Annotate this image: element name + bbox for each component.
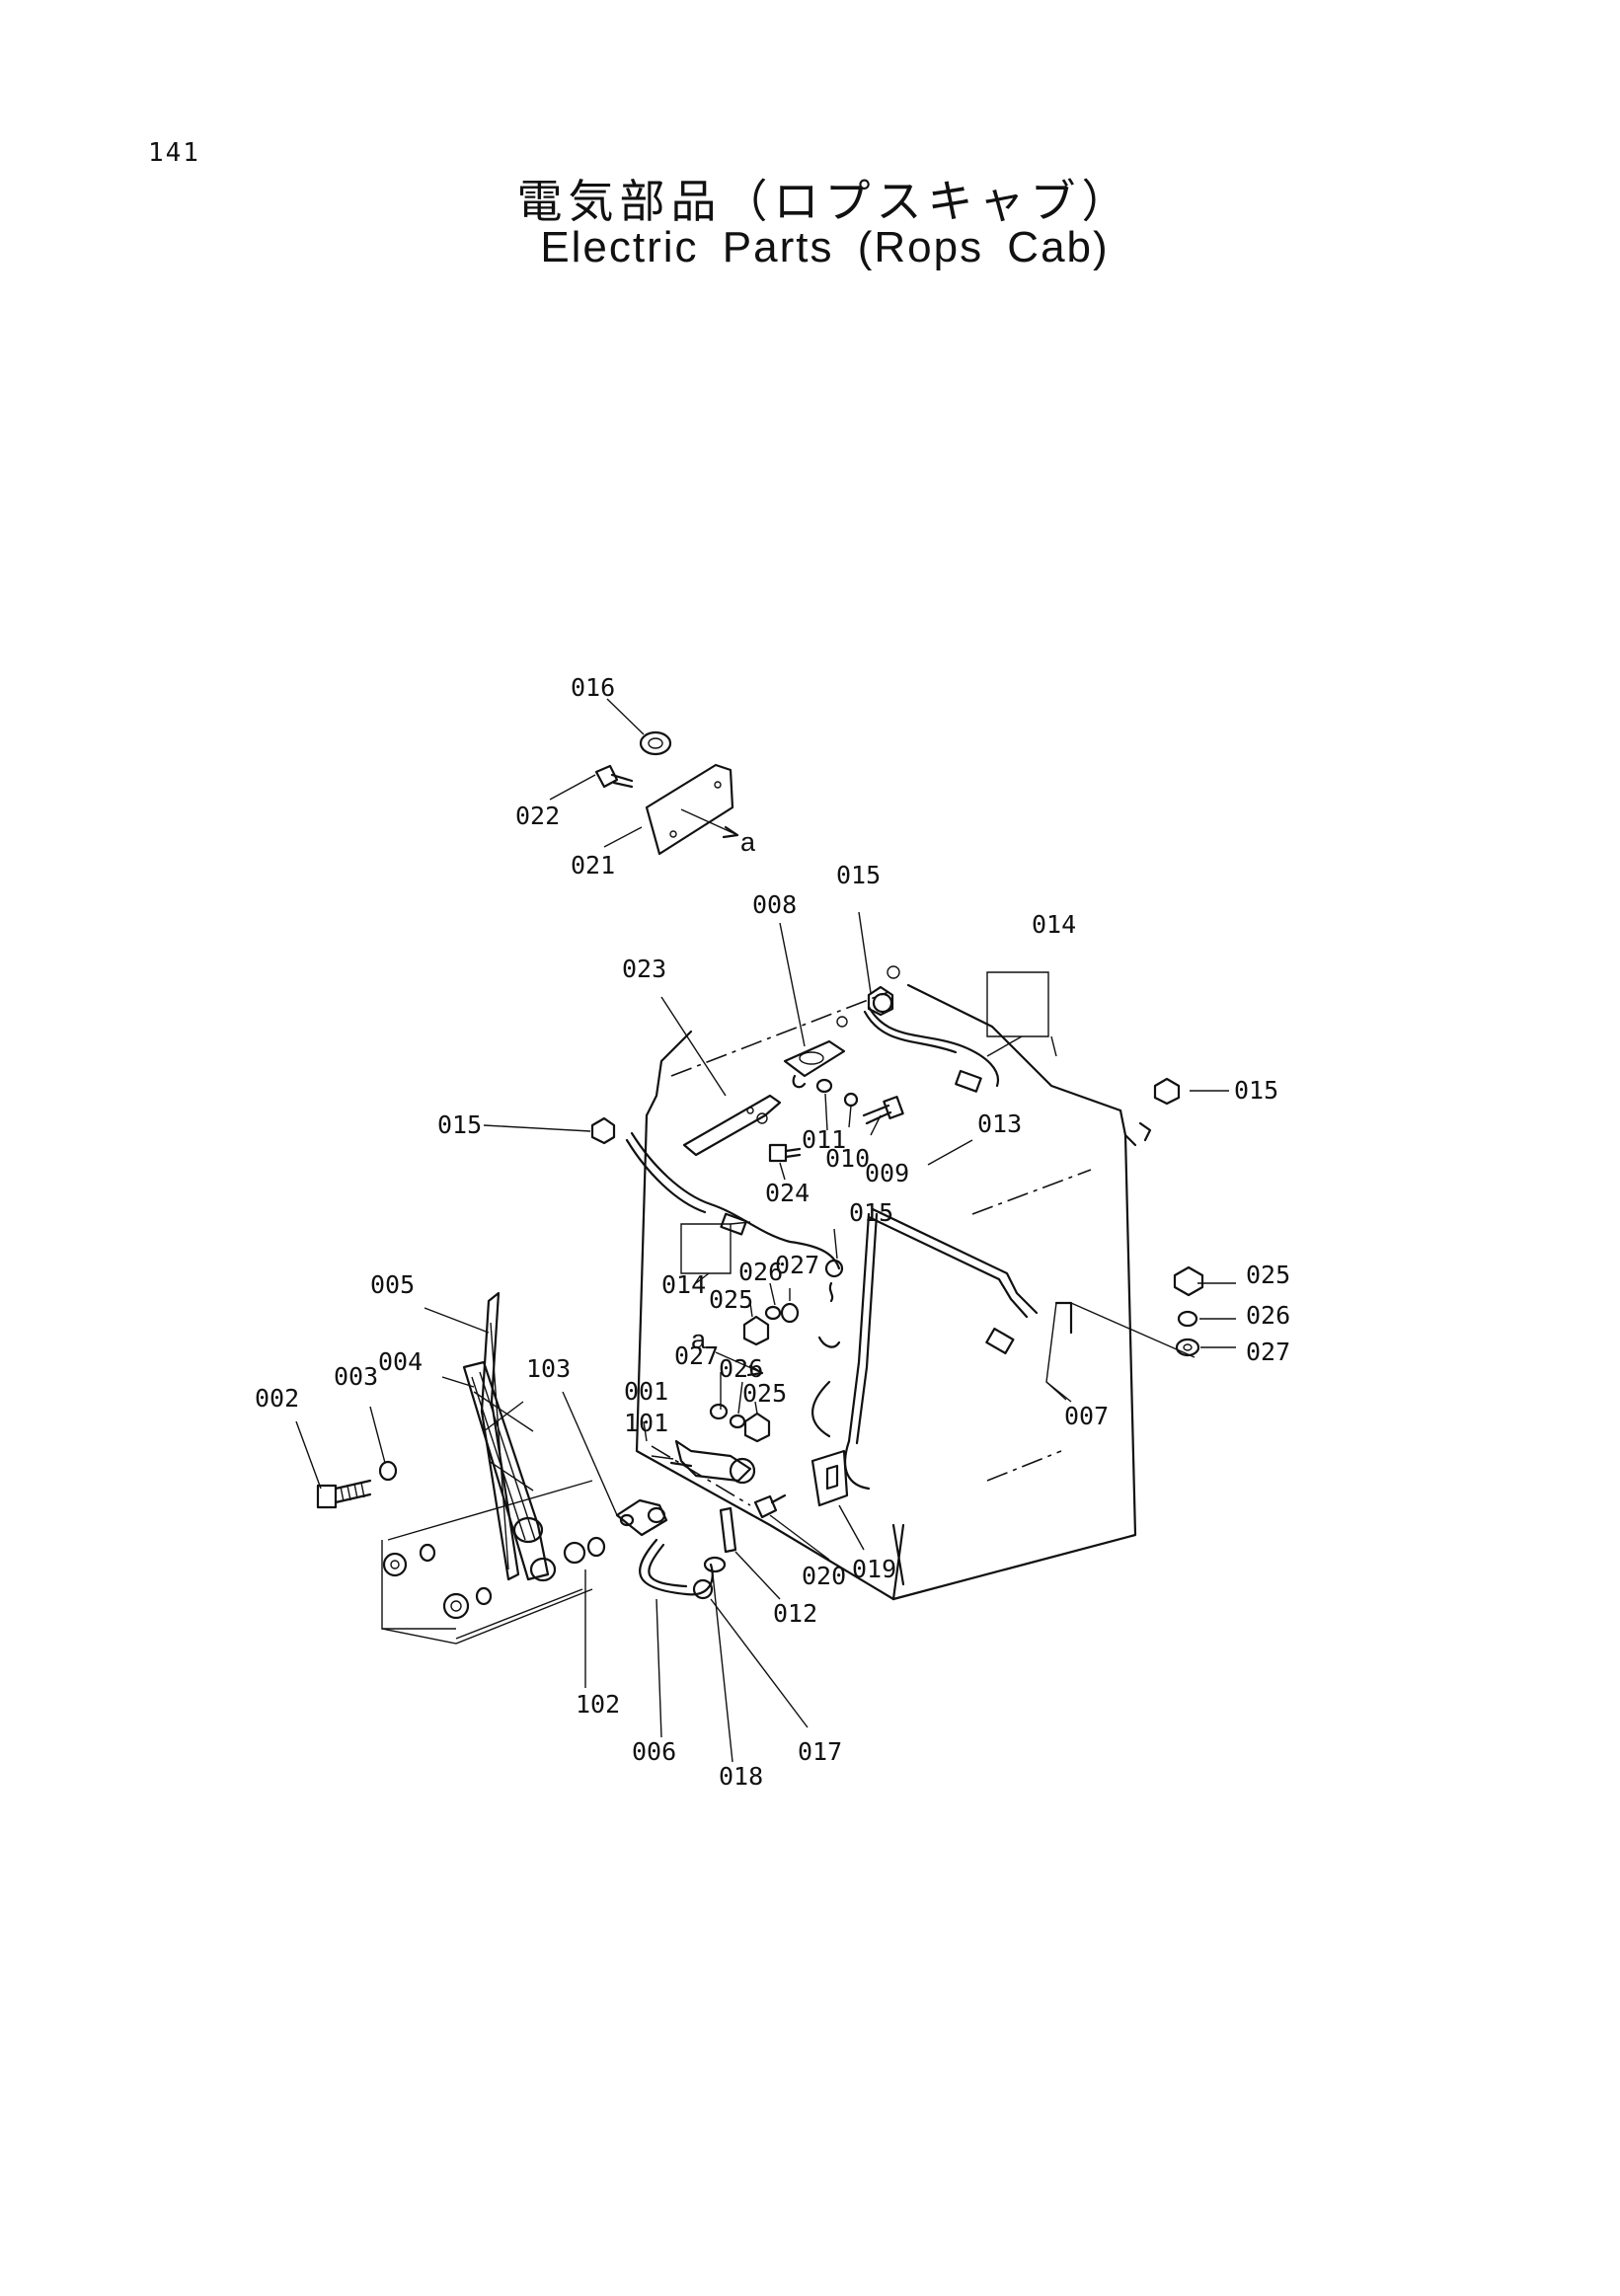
callout-006: 006: [632, 1737, 676, 1766]
callout-015: 015: [1234, 1076, 1278, 1105]
nut-015-right: [1138, 1077, 1181, 1142]
callout-009: 009: [865, 1159, 909, 1187]
part-018-clamp: [703, 1556, 727, 1573]
nut-015-left: [590, 1116, 616, 1145]
mid-hardware-upper: [742, 1302, 841, 1348]
nut-015-top: [867, 985, 894, 1017]
page-number: 141: [148, 138, 200, 168]
callout-020: 020: [802, 1562, 846, 1590]
part-023-bracket: [682, 1094, 782, 1157]
callout-001: 001: [624, 1377, 668, 1406]
callout-026: 026: [738, 1258, 783, 1286]
page-title-english: Electric Parts (Rops Cab): [540, 223, 1110, 271]
callout-021: 021: [571, 851, 615, 880]
callout-002: 002: [255, 1384, 299, 1413]
callout-015: 015: [836, 861, 881, 889]
part-016-grommet: [639, 730, 672, 756]
part-024-screw: [768, 1143, 802, 1163]
callout-026: 026: [719, 1354, 763, 1383]
callout-027: 027: [775, 1251, 819, 1279]
part-020-bolt: [753, 1493, 787, 1519]
callout-008: 008: [752, 890, 797, 919]
callout-007: 007: [1064, 1402, 1109, 1430]
part-019-bracket: [810, 1449, 849, 1507]
part-004-wiper-arm: [462, 1360, 557, 1582]
callout-022: 022: [515, 802, 560, 830]
part-005-wiper-blade: [480, 1291, 520, 1581]
part-022-bolt: [594, 764, 634, 789]
part-006-harness: [639, 1538, 714, 1596]
callout-027: 027: [1246, 1338, 1290, 1366]
mid-hardware-lower: [709, 1403, 771, 1443]
callout-014: 014: [1032, 910, 1076, 939]
callout-024: 024: [765, 1179, 810, 1207]
callout-025: 025: [709, 1285, 753, 1314]
nut-015-mid: [824, 1259, 844, 1303]
callout-017: 017: [798, 1737, 842, 1766]
reference-marker-a-top: a: [740, 827, 756, 857]
callout-018: 018: [719, 1762, 763, 1791]
part-012-connector: [719, 1506, 737, 1554]
callout-011: 011: [802, 1125, 846, 1154]
callout-005: 005: [370, 1270, 415, 1299]
part-014-harness-upper: [863, 965, 1000, 1093]
part-002-bolt: [316, 1479, 372, 1509]
part-103-link: [615, 1498, 668, 1537]
callout-027: 027: [674, 1341, 719, 1370]
callout-015: 015: [849, 1198, 893, 1227]
callout-016: 016: [571, 673, 615, 702]
part-003-washer: [378, 1460, 398, 1482]
part-017-clip: [692, 1578, 714, 1600]
callout-012: 012: [773, 1599, 817, 1628]
callout-013: 013: [977, 1110, 1022, 1138]
part-010-lockwasher: [843, 1092, 859, 1108]
callout-010: 010: [825, 1144, 870, 1173]
part-001-wiper-motor: [669, 1439, 756, 1485]
part-013-harness: [625, 1131, 1039, 1491]
callout-025: 025: [742, 1379, 787, 1408]
callout-103: 103: [526, 1354, 571, 1383]
part-102-hardware: [382, 1480, 606, 1640]
reference-marker-a-mid: a: [691, 1325, 707, 1354]
callout-026: 026: [1246, 1301, 1290, 1330]
part-008-light: [783, 1016, 848, 1089]
leader-lines: [295, 698, 1236, 1763]
right-hardware-set: [1054, 1265, 1204, 1357]
part-009-screw: [862, 1096, 904, 1125]
callout-015: 015: [437, 1110, 482, 1139]
callout-101: 101: [624, 1409, 668, 1437]
page-title-japanese: 電気部品（ロプスキャブ）: [516, 175, 1133, 228]
callout-019: 019: [852, 1555, 896, 1583]
callout-025: 025: [1246, 1261, 1290, 1289]
cab-outline: [635, 983, 1137, 1601]
callout-023: 023: [622, 955, 666, 983]
part-021-plate: [645, 763, 734, 856]
callout-003: 003: [334, 1362, 378, 1391]
callout-labels: 016 022 021 015 008 014 023 015 015 011 …: [255, 673, 1290, 1791]
callout-004: 004: [378, 1347, 423, 1376]
callout-014: 014: [661, 1270, 706, 1299]
part-011-washer: [815, 1078, 833, 1094]
callout-102: 102: [576, 1690, 620, 1719]
